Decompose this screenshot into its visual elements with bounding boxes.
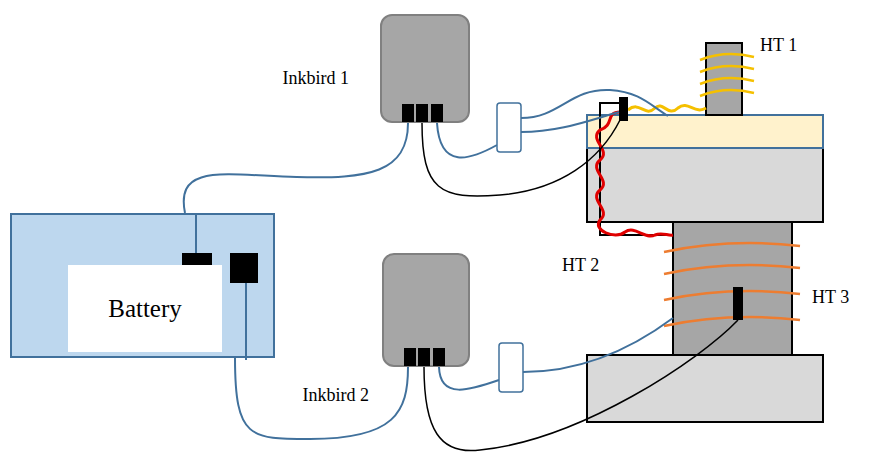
heater-coil [700,54,754,96]
label-panel: Battery [68,265,222,352]
terminal [418,348,430,366]
heater-column [673,222,792,355]
plug [499,343,523,392]
wire-stub [195,213,197,255]
wire-stub [245,283,247,360]
part-label: HT 2 [562,255,599,276]
terminal [416,104,428,122]
terminal [433,348,445,366]
battery-label: Battery [108,295,182,323]
heater-wire [597,112,673,236]
controller-label: Inkbird 2 [303,385,370,406]
controller-label: Inkbird 1 [283,68,350,89]
probe-wire [424,320,738,451]
terminal [402,104,414,122]
power-cable [235,358,408,439]
heater-coil [664,243,800,326]
power-wire [521,90,668,118]
upper-block [587,148,823,222]
power-wire [437,123,497,157]
power-wire [523,318,673,372]
sensor-tab [619,97,628,121]
terminal [404,348,416,366]
power-cable [184,123,408,213]
controller-box: Inkbird 1 [380,14,470,123]
part-label: HT 3 [812,287,849,308]
controller-box: Inkbird 2 [382,253,470,367]
power-wire [439,367,499,390]
battery-box: Battery [10,213,275,358]
plug [497,103,521,152]
part-label: HT 1 [760,35,797,56]
base-block [587,355,823,422]
heater-wire [628,106,706,112]
terminal [230,253,258,283]
power-wire [521,112,619,132]
frame-line [600,103,673,235]
sensor-tab [733,287,743,320]
terminal [431,104,443,122]
